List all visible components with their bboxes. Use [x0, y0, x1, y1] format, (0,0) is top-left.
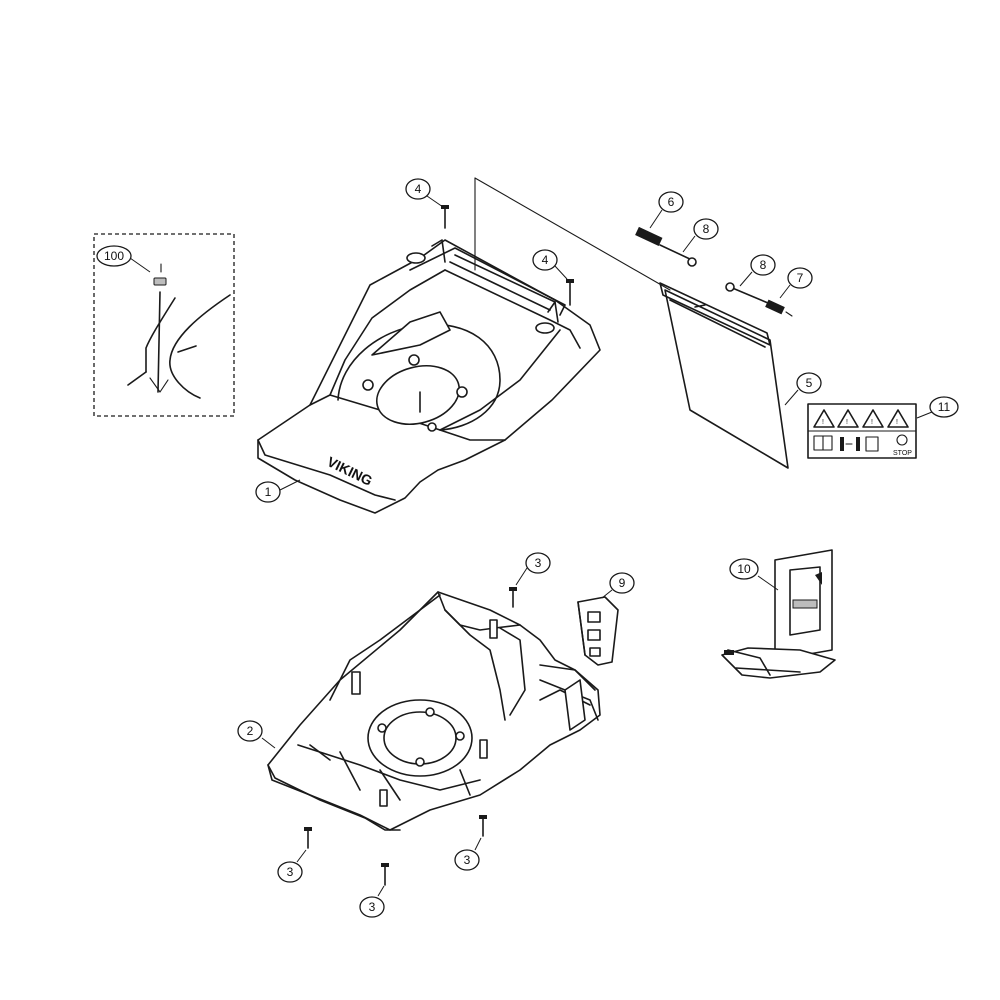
catcher-part-10: [721, 549, 836, 679]
callout-2: 2: [237, 720, 263, 742]
callout-3-d: 3: [359, 896, 385, 918]
callout-label: 9: [619, 576, 626, 590]
callout-8-b: 8: [750, 254, 776, 276]
callout-label: 4: [542, 253, 549, 267]
mower-deck-part-2: [267, 591, 601, 831]
callout-label: 5: [806, 376, 813, 390]
callout-label: 10: [737, 562, 751, 576]
screw-part-4-b: [566, 279, 574, 306]
screw-part-3-d: [381, 863, 389, 886]
callout-11: 11: [929, 396, 959, 418]
callout-label: 8: [760, 258, 767, 272]
spring-part-7: [765, 299, 793, 317]
screw-part-3-c: [479, 815, 487, 837]
instruction-pictograms-icon: [813, 434, 908, 452]
callout-10: 10: [729, 558, 759, 580]
callout-100: 100: [96, 245, 132, 267]
callout-3-c: 3: [454, 849, 480, 871]
rod-part-8-b: [725, 282, 769, 304]
svg-text:!: !: [846, 419, 848, 426]
callout-label: 1: [265, 485, 272, 499]
grass-flap-part-5: [659, 282, 789, 469]
callout-6: 6: [658, 191, 684, 213]
callout-label: 2: [247, 724, 254, 738]
bracket-part-9: [577, 596, 619, 666]
callout-3-a: 3: [525, 552, 551, 574]
screw-part-4-a: [441, 205, 449, 229]
callout-1: 1: [255, 481, 281, 503]
callout-4-a: 4: [405, 178, 431, 200]
callout-4-b: 4: [532, 249, 558, 271]
callout-9: 9: [609, 572, 635, 594]
callout-label: 6: [668, 195, 675, 209]
svg-text:!: !: [871, 419, 873, 426]
spring-part-6: [635, 226, 663, 247]
callout-label: 3: [535, 556, 542, 570]
callout-label: 3: [287, 865, 294, 879]
upper-housing-part-1: VIKING: [257, 239, 601, 514]
screw-part-3-b: [304, 827, 312, 849]
callout-5: 5: [796, 372, 822, 394]
callout-8-a: 8: [693, 218, 719, 240]
callout-label: 3: [369, 900, 376, 914]
assembly-lines: [474, 177, 671, 291]
callout-7: 7: [787, 267, 813, 289]
callout-label: 4: [415, 182, 422, 196]
warning-decal-part-11: ! ! ! ! STOP: [807, 403, 917, 459]
callout-label: 11: [938, 400, 951, 414]
leader-lines: [129, 195, 933, 897]
callout-label: 3: [464, 853, 471, 867]
callout-label: 8: [703, 222, 710, 236]
rod-part-8-a: [659, 244, 697, 267]
warning-triangle-icon: ! ! ! !: [813, 409, 909, 428]
svg-text:!: !: [822, 419, 824, 426]
callout-label: 100: [104, 249, 124, 263]
callout-label: 7: [797, 271, 804, 285]
screw-part-3-a: [509, 587, 517, 608]
callout-3-b: 3: [277, 861, 303, 883]
svg-text:!: !: [896, 419, 898, 426]
decal-stop-text: STOP: [893, 450, 912, 457]
detail-box-part-100: [93, 233, 235, 417]
